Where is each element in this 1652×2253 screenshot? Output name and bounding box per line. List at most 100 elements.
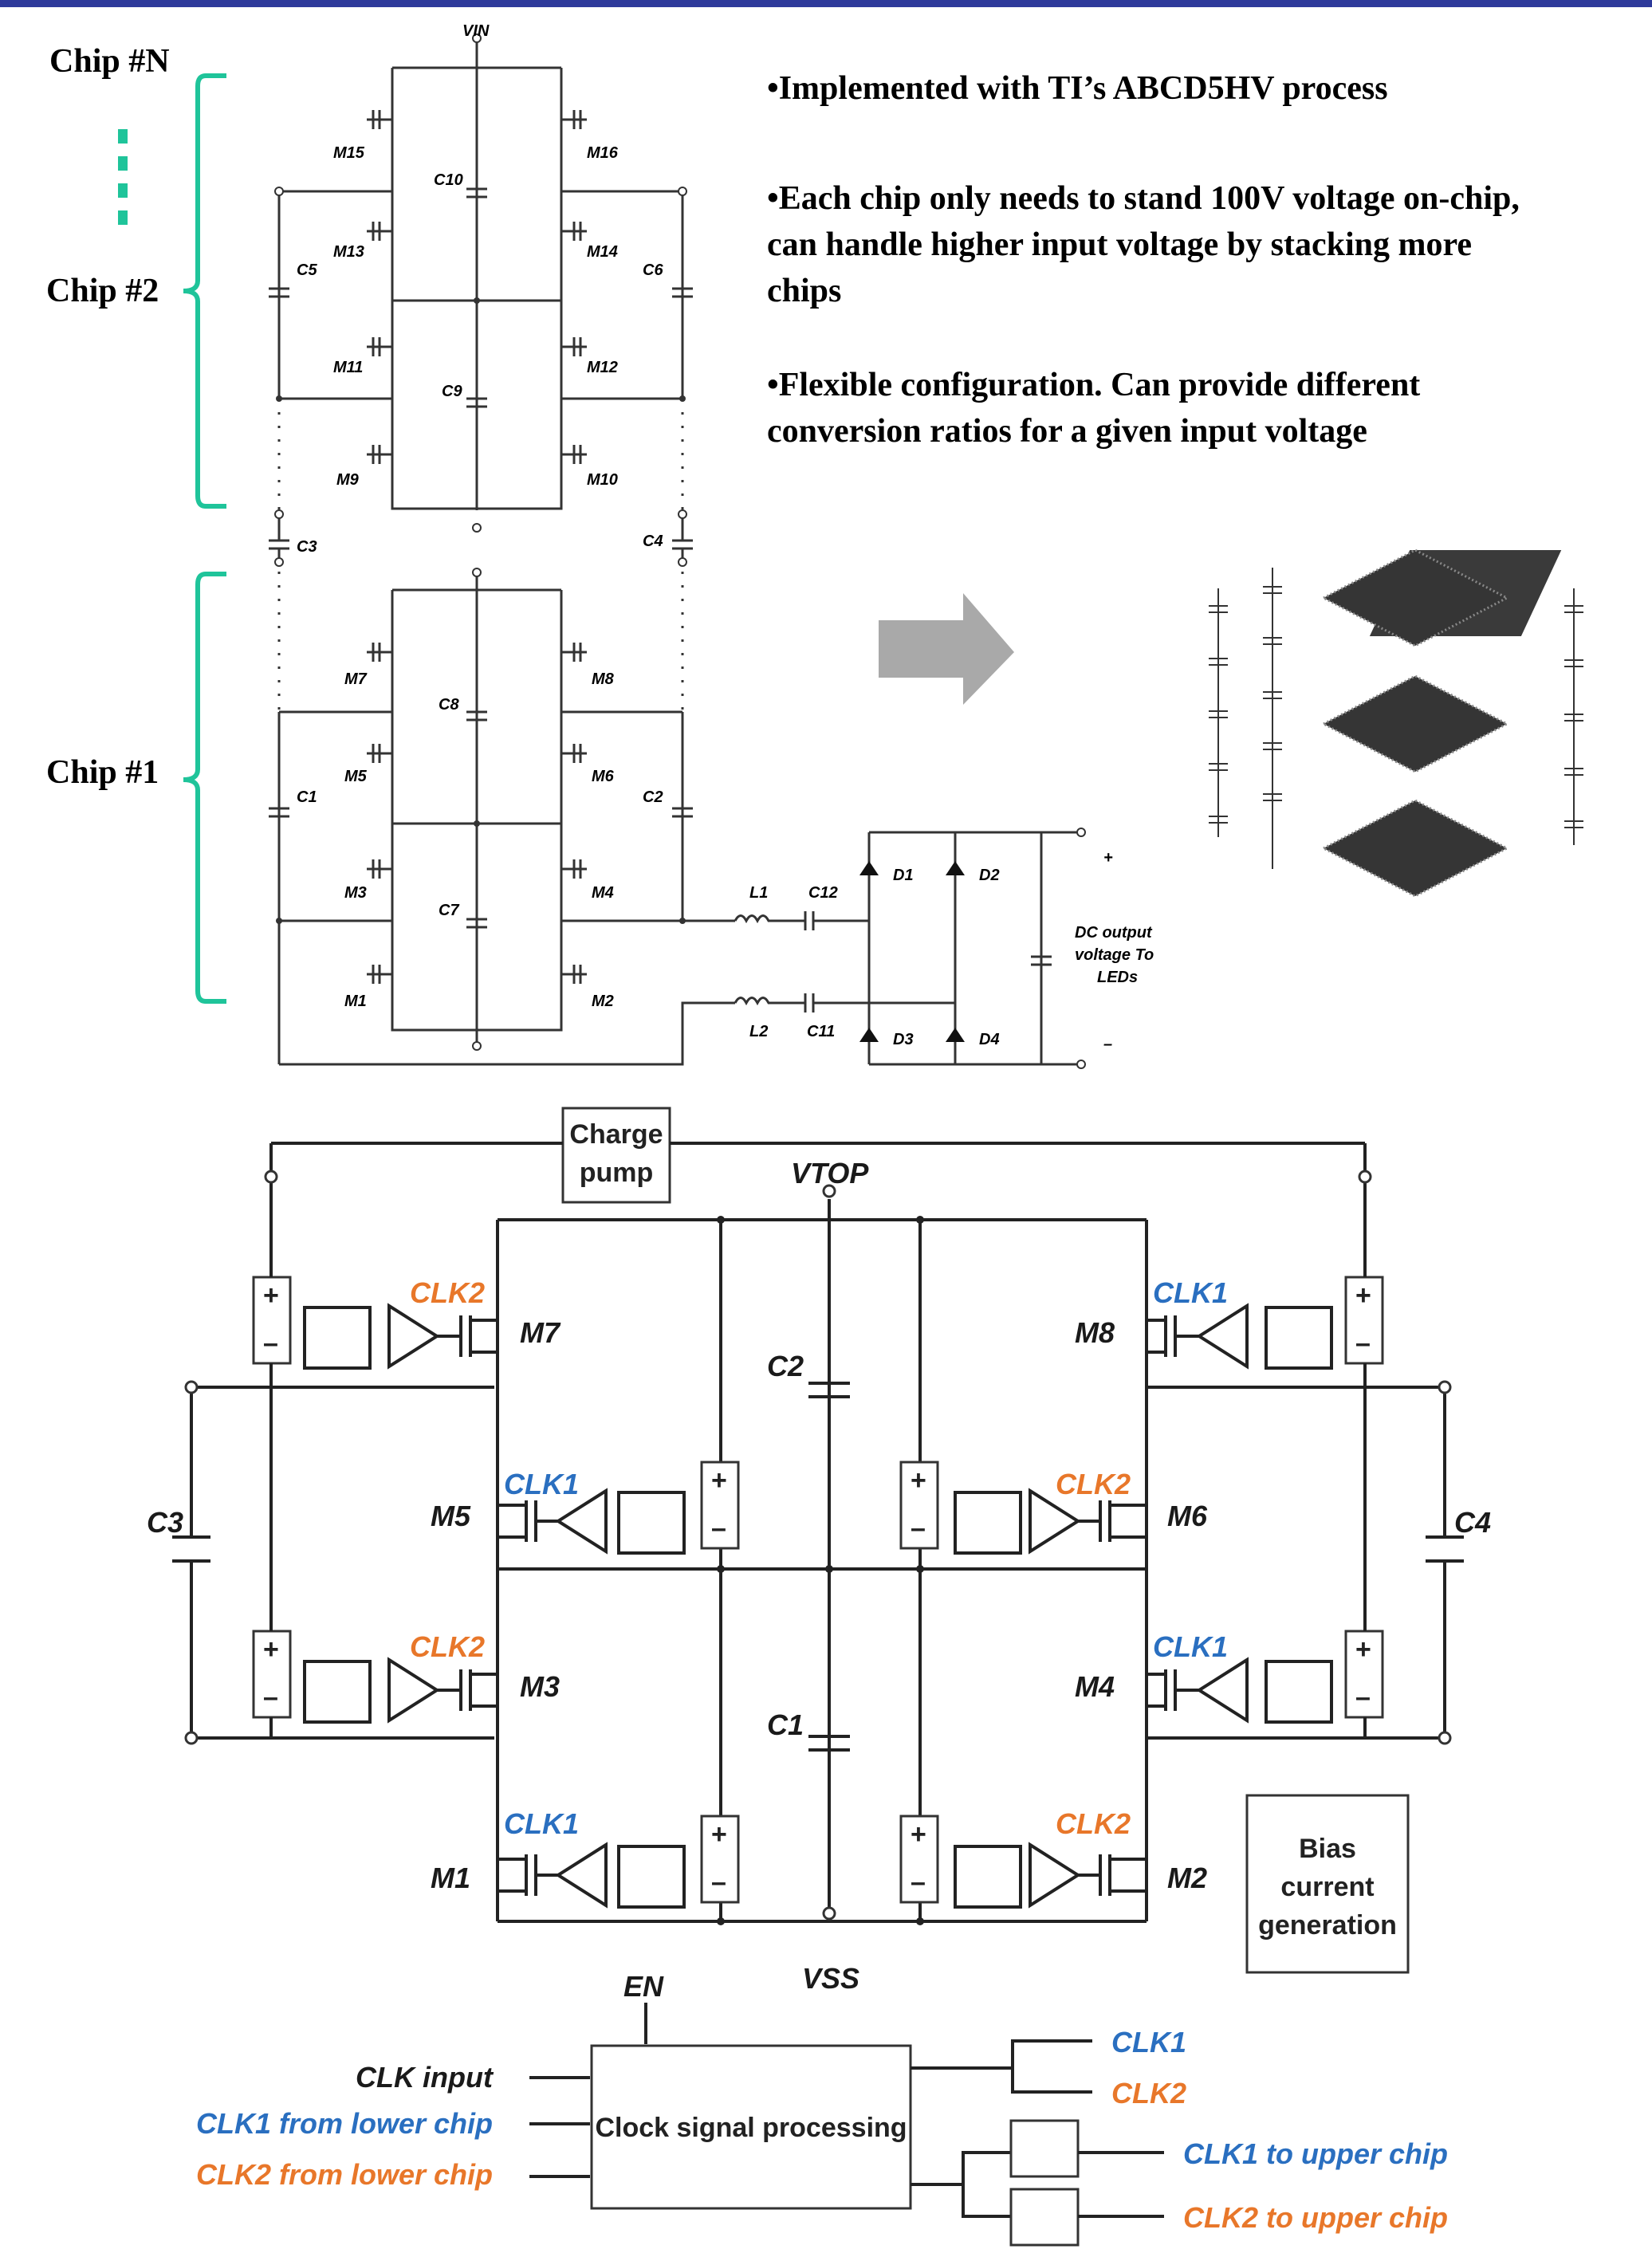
output-minus-label: –: [1103, 1036, 1112, 1053]
charge-pump-box: [561, 1107, 671, 1204]
m8-bottom-label: M8: [1075, 1316, 1115, 1349]
clk1-output-label: CLK1: [1111, 2026, 1186, 2058]
m16-label: M16: [587, 144, 619, 162]
m4-label: M4: [592, 884, 614, 902]
charge-pump-line-1: Charge: [569, 1119, 663, 1150]
d1-label: D1: [893, 867, 914, 884]
supply-plus-m2: +: [911, 1819, 926, 1850]
supply-minus-m6: –: [911, 1513, 926, 1543]
clk1-label-m8: CLK1: [1153, 1276, 1228, 1309]
m3-label: M3: [344, 884, 367, 902]
m7-bottom-label: M7: [520, 1316, 561, 1349]
capacitor-stack-2: [1263, 568, 1282, 869]
m1-bottom-label: M1: [431, 1862, 470, 1894]
c11-label: C11: [807, 1023, 835, 1040]
dc-output-line-3: LEDs: [1097, 969, 1138, 986]
rectifier-diodes: [859, 861, 965, 1042]
c2-bottom-label: C2: [767, 1350, 804, 1382]
supply-plus-m8: +: [1355, 1280, 1371, 1311]
c7-label: C7: [439, 902, 459, 919]
ic-chip-middle: [1320, 674, 1510, 773]
ic-chip-top: [1320, 549, 1510, 647]
m4-bottom-label: M4: [1075, 1670, 1115, 1703]
supply-plus-m3: +: [263, 1634, 279, 1665]
clock-processing-box: [590, 2044, 912, 2210]
clk2-label-m6: CLK2: [1056, 1468, 1131, 1500]
chip-n-label: Chip #N: [49, 43, 170, 80]
c2-label: C2: [643, 788, 663, 806]
right-arrow-icon: [879, 593, 1014, 705]
clk2-output-label: CLK2: [1111, 2077, 1186, 2109]
c1-bottom-label: C1: [767, 1708, 804, 1741]
supply-minus-m8: –: [1355, 1328, 1371, 1358]
capacitor-stack-1: [1209, 588, 1228, 837]
supply-minus-m7: –: [263, 1328, 278, 1358]
m12-label: M12: [587, 359, 618, 376]
clk-input-label: CLK input: [356, 2061, 494, 2094]
clock-processing-label: Clock signal processing: [595, 2113, 907, 2143]
vss-label: VSS: [802, 1962, 859, 1995]
chip-labels: Chip #N Chip #2 Chip #1: [46, 43, 170, 791]
clk1-label-m5: CLK1: [504, 1468, 579, 1500]
d3-label: D3: [893, 1031, 914, 1048]
m3-bottom-label: M3: [520, 1670, 560, 1703]
m1-label: M1: [344, 993, 367, 1010]
supply-minus-m4: –: [1355, 1682, 1371, 1712]
bullet-2-line-1: •Each chip only needs to stand 100V volt…: [767, 180, 1520, 217]
m5-bottom-label: M5: [431, 1500, 471, 1532]
c12-label: C12: [808, 884, 838, 902]
bias-line-3: generation: [1258, 1910, 1397, 1940]
m6-bottom-label: M6: [1167, 1500, 1208, 1532]
m9-label: M9: [336, 471, 360, 489]
m5-label: M5: [344, 768, 368, 785]
m11-label: M11: [333, 359, 363, 376]
supply-minus-m1: –: [711, 1867, 726, 1897]
chip-1-label: Chip #1: [46, 754, 159, 791]
m7-label: M7: [344, 670, 368, 688]
clk2-label-m2: CLK2: [1056, 1807, 1131, 1840]
clk2-to-upper-label: CLK2 to upper chip: [1183, 2201, 1448, 2234]
capacitor-stack-3: [1564, 588, 1583, 845]
en-label: EN: [623, 1970, 664, 2003]
vtop-label: VTOP: [791, 1157, 869, 1189]
c8-label: C8: [439, 696, 459, 714]
c3-bottom-label: C3: [147, 1506, 183, 1539]
chip-2-bracket: [183, 73, 226, 509]
c3-label: C3: [297, 538, 317, 556]
m6-label: M6: [592, 768, 615, 785]
supply-minus-m2: –: [911, 1867, 926, 1897]
ic-chip-bottom: [1320, 799, 1510, 898]
m15-label: M15: [333, 144, 365, 162]
bottom-schematic: Charge pump: [147, 1107, 1491, 2247]
chip-2-label: Chip #2: [46, 273, 159, 309]
supply-plus-m1: +: [711, 1819, 727, 1850]
bullet-2-line-3: chips: [767, 273, 841, 309]
c5-label: C5: [297, 261, 317, 279]
clk2-label-m3: CLK2: [410, 1630, 485, 1663]
output-plus-label: +: [1103, 849, 1113, 867]
c1-label: C1: [297, 788, 317, 806]
clk1-from-lower-label: CLK1 from lower chip: [196, 2107, 493, 2140]
supply-plus-m4: +: [1355, 1634, 1371, 1665]
chip-1-bracket: [183, 572, 226, 1004]
l1-label: L1: [749, 884, 768, 902]
m14-label: M14: [587, 243, 618, 261]
c4-label: C4: [643, 533, 663, 550]
clk2-label-m7: CLK2: [410, 1276, 485, 1309]
supply-plus-m5: +: [711, 1465, 727, 1496]
bullet-1-line-1: •Implemented with TI’s ABCD5HV process: [767, 70, 1388, 107]
bias-line-2: current: [1280, 1872, 1374, 1902]
supply-plus-m6: +: [911, 1465, 926, 1496]
clk1-label-m4: CLK1: [1153, 1630, 1228, 1663]
d4-label: D4: [979, 1031, 1000, 1048]
charge-pump-line-2: pump: [580, 1158, 654, 1188]
ic-chip-stack: [1320, 549, 1562, 898]
c10-label: C10: [434, 171, 463, 189]
supply-plus-m7: +: [263, 1280, 279, 1311]
dc-output-line-2: voltage To: [1075, 946, 1154, 964]
m2-label: M2: [592, 993, 614, 1010]
bullet-3-line-2: conversion ratios for a given input volt…: [767, 413, 1367, 450]
bias-box: [1245, 1794, 1410, 1974]
clk1-label-m1: CLK1: [504, 1807, 579, 1840]
